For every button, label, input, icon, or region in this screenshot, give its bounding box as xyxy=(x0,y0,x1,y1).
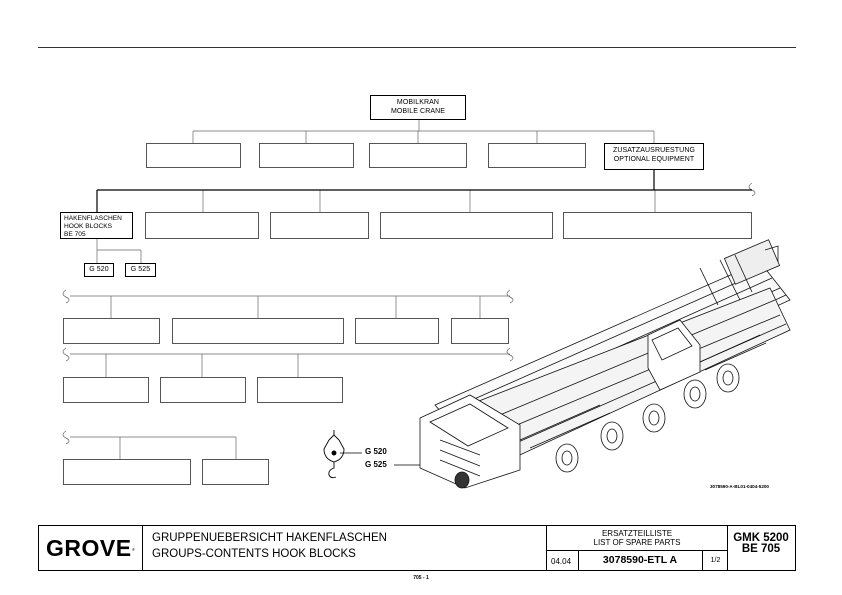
root-line1: MOBILKRAN xyxy=(396,99,440,106)
sheet-cell: 1/2 xyxy=(702,550,728,570)
group-box-empty xyxy=(63,377,149,403)
tree-node-empty xyxy=(146,143,241,168)
date: 04.04 xyxy=(551,557,572,566)
tree-node-g525: G 525 xyxy=(125,263,156,277)
title-english: GROUPS-CONTENTS HOOK BLOCKS xyxy=(152,548,356,560)
tree-node-empty xyxy=(563,212,752,239)
tree-node-hook-blocks: HAKENFLASCHEN HOOK BLOCKS BE 705 xyxy=(60,212,133,239)
hook-blocks-line2: HOOK BLOCKS xyxy=(64,223,113,230)
model: GMK 5200 xyxy=(733,532,789,544)
sheet: 1/2 xyxy=(710,557,721,564)
top-rule xyxy=(38,47,796,48)
document-number: 3078590-ETL A xyxy=(602,554,678,566)
tree-node-empty xyxy=(259,143,354,168)
list-divider xyxy=(547,550,727,551)
root-line2: MOBILE CRANE xyxy=(390,107,446,115)
tree-node-empty xyxy=(369,143,467,168)
group-box-empty xyxy=(257,377,343,403)
tree-node-empty xyxy=(488,143,586,168)
page-number: 705 - 1 xyxy=(413,575,429,581)
callout-g525: G 525 xyxy=(365,460,387,469)
group-box-empty xyxy=(63,459,191,485)
tree-node-empty xyxy=(270,212,369,239)
g525-label: G 525 xyxy=(130,266,151,273)
group-box-empty xyxy=(202,459,269,485)
group-box-empty xyxy=(172,318,344,344)
optional-line2: OPTIONAL EQUIPMENT xyxy=(613,155,695,163)
tree-node-empty xyxy=(380,212,553,239)
tree-node-empty xyxy=(145,212,259,239)
title-block: GROVE ® GRUPPENUEBERSICHT HAKENFLASCHEN … xyxy=(38,525,796,571)
hook-block-icon xyxy=(323,430,345,479)
be-number: BE 705 xyxy=(741,543,781,555)
date-cell: 04.04 xyxy=(547,550,579,570)
logo-cell: GROVE ® xyxy=(39,526,143,570)
optional-line1: ZUSATZAUSRUESTUNG xyxy=(612,147,696,154)
crane-drawing xyxy=(419,239,791,489)
tree-node-optional-equipment: ZUSATZAUSRUESTUNG OPTIONAL EQUIPMENT xyxy=(604,143,704,170)
grove-logo: GROVE xyxy=(46,535,132,561)
g520-label: G 520 xyxy=(89,266,109,273)
list-cell: ERSATZTEILLISTE LIST OF SPARE PARTS 04.0… xyxy=(546,526,728,570)
group-box-empty xyxy=(63,318,160,344)
hook-blocks-line1: HAKENFLASCHEN xyxy=(64,215,122,222)
title-german: GRUPPENUEBERSICHT HAKENFLASCHEN xyxy=(152,532,387,544)
hook-blocks-line3: BE 705 xyxy=(64,231,86,238)
group-box-empty xyxy=(160,377,246,403)
list-english: LIST OF SPARE PARTS xyxy=(593,538,681,547)
callout-g520: G 520 xyxy=(365,447,387,456)
drawing-ref: 3078590-A-BL01-0404-5200 xyxy=(710,484,769,489)
tree-node-root: MOBILKRAN MOBILE CRANE xyxy=(370,95,466,120)
registered-mark: ® xyxy=(132,547,135,552)
crane-wheels xyxy=(454,363,740,489)
list-german: ERSATZTEILLISTE xyxy=(601,529,673,538)
tree-node-g520: G 520 xyxy=(84,263,114,277)
group-box-empty xyxy=(355,318,439,344)
group-box-empty xyxy=(451,318,509,344)
